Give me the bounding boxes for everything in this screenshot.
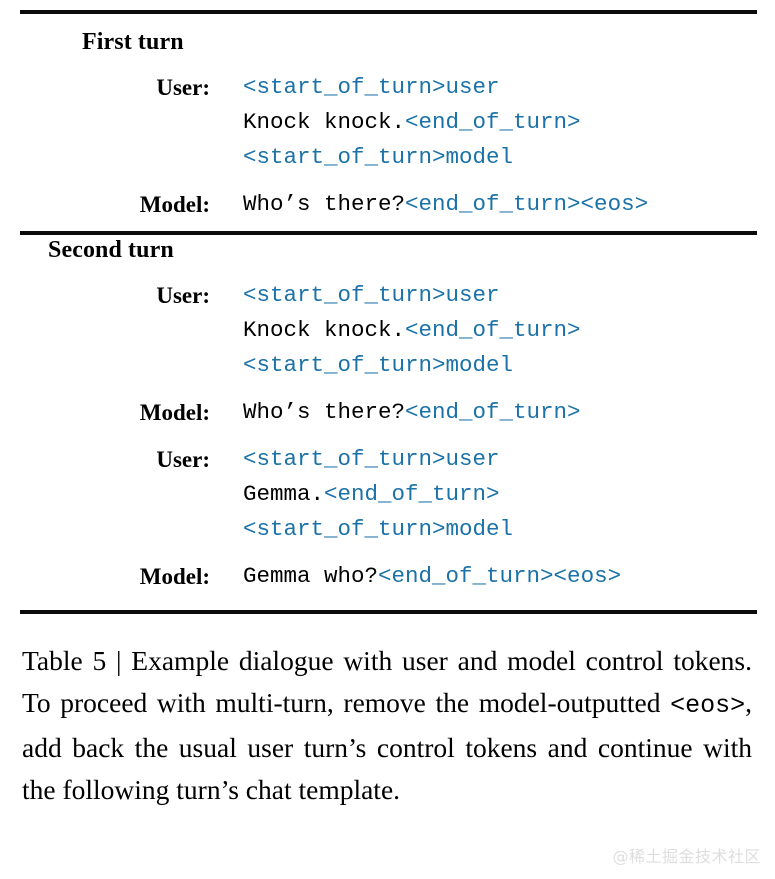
watermark: @稀土掘金技术社区 xyxy=(612,847,761,866)
control-token: <start_of_turn>model xyxy=(243,144,514,170)
dialogue-line: Who’s there?<end_of_turn> xyxy=(243,395,581,430)
dialogue-row: Model: Who’s there?<end_of_turn><eos> xyxy=(0,187,775,222)
message-text: Knock knock. xyxy=(243,317,406,343)
control-token: <end_of_turn> xyxy=(405,317,581,343)
dialogue-line: Knock knock.<end_of_turn> xyxy=(243,313,581,348)
caption-code-token: <eos> xyxy=(670,691,746,720)
message-text: Who’s there? xyxy=(243,399,406,425)
control-token: <start_of_turn>model xyxy=(243,352,514,378)
dialogue-line: <start_of_turn>model xyxy=(243,512,513,547)
caption-text: , add back the usual user turn’s control… xyxy=(22,687,752,805)
control-token: <end_of_turn> xyxy=(405,399,581,425)
table-caption: Table 5 | Example dialogue with user and… xyxy=(22,640,752,811)
dialogue-content: Who’s there?<end_of_turn> xyxy=(243,395,581,430)
message-text: Who’s there? xyxy=(243,191,406,217)
dialogue-row: Model: Who’s there?<end_of_turn> xyxy=(0,395,775,430)
control-token: <start_of_turn>user xyxy=(243,446,500,472)
dialogue-content: Gemma who?<end_of_turn><eos> xyxy=(243,559,621,594)
role-label: Model: xyxy=(139,192,210,217)
role-label: User: xyxy=(156,75,210,100)
dialogue-line: <start_of_turn>user xyxy=(243,278,581,313)
role-label: Model: xyxy=(139,400,210,425)
table-middle-rule xyxy=(20,231,757,235)
control-token: <start_of_turn>model xyxy=(243,516,514,542)
dialogue-line: Gemma.<end_of_turn> xyxy=(243,477,513,512)
role-label: User: xyxy=(156,283,210,308)
dialogue-line: <start_of_turn>user xyxy=(243,70,581,105)
caption-text: Table 5 | Example dialogue with user and… xyxy=(22,645,752,718)
section-heading: First turn xyxy=(82,29,184,55)
table-top-rule xyxy=(20,10,757,14)
dialogue-line: Who’s there?<end_of_turn><eos> xyxy=(243,187,648,222)
control-token: <end_of_turn> xyxy=(324,481,500,507)
control-token: <start_of_turn>user xyxy=(243,74,500,100)
dialogue-line: <start_of_turn>model xyxy=(243,140,581,175)
message-text: Gemma who? xyxy=(243,563,379,589)
role-label: Model: xyxy=(139,564,210,589)
dialogue-row: Model: Gemma who?<end_of_turn><eos> xyxy=(0,559,775,594)
dialogue-line: Knock knock.<end_of_turn> xyxy=(243,105,581,140)
dialogue-line: <start_of_turn>user xyxy=(243,442,513,477)
role-label: User: xyxy=(156,447,210,472)
section-heading: Second turn xyxy=(48,237,174,263)
dialogue-content: Who’s there?<end_of_turn><eos> xyxy=(243,187,648,222)
dialogue-line: <start_of_turn>model xyxy=(243,348,581,383)
table-bottom-rule xyxy=(20,610,757,614)
message-text: Gemma. xyxy=(243,481,325,507)
message-text: Knock knock. xyxy=(243,109,406,135)
control-token: <start_of_turn>user xyxy=(243,282,500,308)
control-token: <end_of_turn><eos> xyxy=(405,191,649,217)
control-token: <end_of_turn><eos> xyxy=(378,563,622,589)
dialogue-line: Gemma who?<end_of_turn><eos> xyxy=(243,559,621,594)
control-token: <end_of_turn> xyxy=(405,109,581,135)
